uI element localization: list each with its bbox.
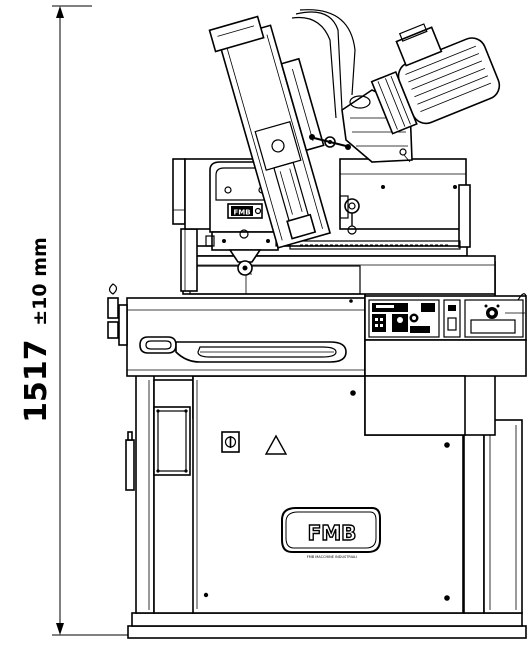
locking-knob[interactable] (339, 195, 360, 235)
terminal-box (395, 26, 443, 67)
motor-assembly (341, 23, 501, 163)
door-screw (350, 390, 356, 396)
rear-column (172, 158, 186, 225)
side-panel-frame (153, 406, 191, 476)
clamp-lever[interactable] (139, 336, 347, 363)
control-panel-left (368, 299, 440, 338)
left-leg-outer (135, 374, 155, 614)
side-switch[interactable] (443, 299, 461, 338)
dimension-arrow-top (56, 6, 64, 18)
hose (295, 11, 343, 111)
dimension-label: 1517 ±10 mm (19, 237, 54, 423)
socket-panel (464, 299, 524, 338)
door-screw (444, 442, 450, 448)
base-plate (127, 625, 527, 639)
door-screw (444, 595, 450, 601)
arm-handle[interactable] (309, 134, 351, 150)
side-panel (153, 406, 191, 476)
dimension-arrow-bottom (56, 623, 64, 635)
brand-tagline: FMB MACCHINE INDUSTRIALI (307, 555, 358, 559)
dimension-tolerance: ±10 mm (29, 237, 51, 326)
button-row[interactable] (410, 326, 430, 333)
right-leg-inner (463, 419, 485, 614)
power-switch-icon[interactable] (221, 431, 240, 453)
control-column-lower (364, 375, 466, 436)
rear-housing-right (339, 158, 467, 230)
lifting-hook (107, 283, 119, 339)
cabinet-door[interactable]: FMB FMB MACCHINE INDUSTRIALI (192, 375, 464, 614)
base-foot (131, 612, 523, 627)
arm-top-cap (208, 15, 265, 53)
height-dimension: 1517 ±10 mm (19, 5, 130, 636)
dimension-value: 1517 (19, 339, 54, 423)
keypad-block[interactable] (372, 314, 386, 332)
side-bracket (125, 439, 135, 491)
machine-base (127, 612, 527, 639)
saw-head[interactable] (208, 9, 360, 250)
upper-frame (107, 283, 366, 377)
warning-triangle-icon (264, 434, 288, 455)
door-screw (203, 592, 209, 598)
brand-logo-text: FMB (308, 521, 357, 545)
table-left-post (180, 228, 198, 292)
table-body (182, 255, 496, 295)
vise-logo-text: FMB (233, 209, 250, 217)
brand-logo: FMB FMB MACCHINE INDUSTRIALI (281, 507, 381, 559)
